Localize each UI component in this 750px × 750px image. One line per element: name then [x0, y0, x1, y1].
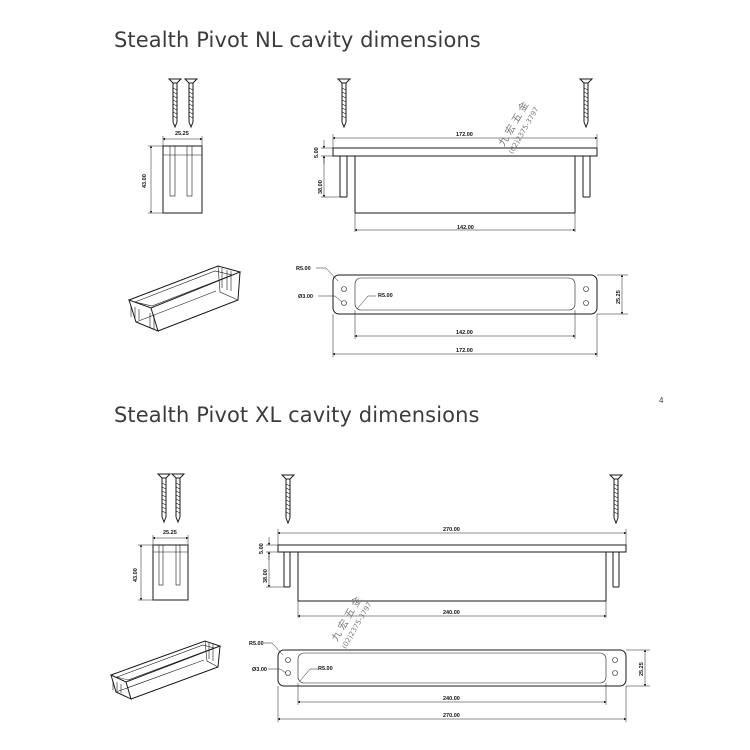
- dim-plan-inner-length-xl: 240.00: [443, 696, 460, 702]
- dim-plan-radius-outer-nl: R5.00: [296, 266, 311, 272]
- dim-plan-width-nl: 25.25: [616, 290, 622, 304]
- side-view-xl: [138, 535, 189, 601]
- dim-top-thickness-xl: 5.00: [259, 543, 265, 554]
- drawing-nl: 25.25 43.00: [127, 78, 628, 357]
- dim-plan-inner-length-nl: 142.00: [456, 330, 473, 336]
- dim-plan-total-length-nl: 172.00: [456, 348, 473, 354]
- dim-plan-radius-inner-xl: R5.00: [318, 666, 333, 672]
- screw-icon-xl-side-left: [156, 473, 172, 524]
- dim-side-width-nl: 25.25: [175, 131, 189, 137]
- plan-view-xl: [264, 642, 650, 722]
- dim-top-thickness-nl: 5.00: [314, 147, 320, 158]
- dim-side-height-xl: 43.00: [133, 568, 139, 582]
- screw-icon-front-left: [336, 78, 352, 129]
- page-number: 4: [659, 396, 664, 405]
- isometric-view-nl: [127, 265, 242, 332]
- screw-icon-xl-front-left: [280, 474, 296, 525]
- dim-plan-hole-nl: Ø3.00: [298, 294, 313, 300]
- dim-leg-height-xl: 38.00: [263, 569, 269, 583]
- dim-inner-length-nl: 142.00: [457, 225, 474, 231]
- dim-side-height-nl: 43.00: [142, 174, 148, 188]
- dim-plan-width-xl: 25.25: [639, 662, 645, 676]
- dim-plan-radius-inner-nl: R5.00: [378, 293, 393, 299]
- dim-leg-height-nl: 38.00: [318, 180, 324, 194]
- dim-top-length-nl: 172.00: [456, 132, 473, 138]
- dim-plan-radius-outer-xl: R5.00: [249, 641, 264, 647]
- front-view-xl: [266, 529, 627, 618]
- plan-view-nl: [316, 267, 628, 357]
- dim-plan-hole-xl: Ø3.00: [252, 667, 267, 673]
- dim-top-length-xl: 270.00: [443, 527, 460, 533]
- screw-icon-side-right: [183, 78, 199, 129]
- section-title-nl: Stealth Pivot NL cavity dimensions: [114, 28, 481, 52]
- screw-icon-front-right: [578, 78, 594, 129]
- dim-inner-length-xl: 240.00: [443, 610, 460, 616]
- side-view-nl: [148, 136, 203, 214]
- watermark-xl: 九 宏 五 金 (02)2375-3797: [328, 594, 373, 650]
- screw-icon-xl-side-right: [170, 473, 186, 524]
- screw-icon-side-left: [167, 78, 183, 129]
- dim-plan-total-length-xl: 270.00: [443, 713, 460, 719]
- screw-icon-xl-front-right: [608, 474, 624, 525]
- dim-side-width-xl: 25.25: [163, 530, 177, 536]
- isometric-view-xl: [109, 640, 222, 700]
- drawing-xl: 25.25 43.00: [109, 473, 650, 722]
- section-title-xl: Stealth Pivot XL cavity dimensions: [114, 403, 480, 427]
- front-view-nl: [321, 134, 598, 232]
- watermark-nl: 九 宏 五 金 (02)2375-3797: [495, 99, 540, 155]
